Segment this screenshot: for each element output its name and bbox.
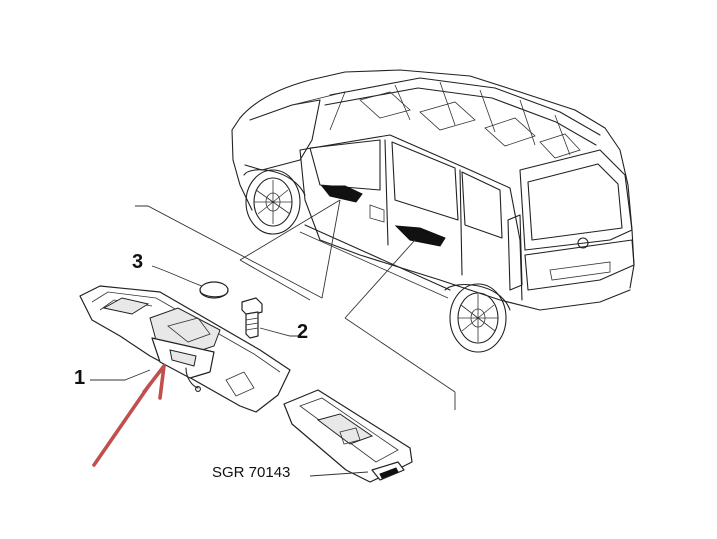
label-leaders [90,369,151,381]
part-3-cap [151,265,229,299]
guide-lines [135,199,456,410]
label-reference-code: SGR 70143 [212,464,290,481]
reference-part [283,389,413,483]
label-part-1: 1 [74,367,85,389]
label-part-3: 3 [132,251,143,273]
part-2-screw [241,297,300,339]
vehicle-illustration [231,69,635,353]
label-part-2: 2 [297,321,308,343]
pointer-arrow [92,364,166,467]
part-1-handle-housing [79,285,291,413]
